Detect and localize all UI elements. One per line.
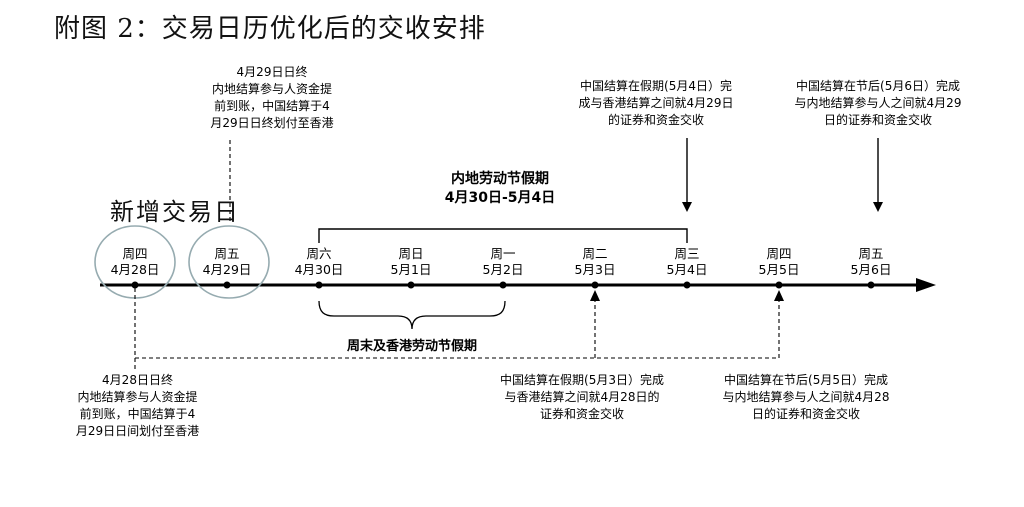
new-day-circle-apr29 [188, 225, 270, 299]
timeline-point-apr29: 周五 4月29日 [182, 246, 272, 278]
timeline-point-may1: 周日 5月1日 [366, 246, 456, 278]
timeline-date-label: 5月2日 [482, 262, 524, 277]
timeline-point-may3: 周二 5月3日 [550, 246, 640, 278]
timeline-date-label: 5月6日 [850, 262, 892, 277]
timeline-day-label: 周六 [306, 246, 332, 261]
arrow-down-may4 [682, 138, 692, 212]
timeline-point-may6: 周五 5月6日 [826, 246, 916, 278]
timeline-date-label: 5月4日 [666, 262, 708, 277]
annotation-may4-settlement: 中国结算在假期(5月4日）完 成与香港结算之间就4月29日 的证券和资金交收 [578, 79, 734, 127]
timeline-day-label: 周三 [674, 246, 700, 261]
weekend-hk-holiday-label: 周末及香港劳动节假期 [346, 339, 477, 354]
annotation-may5-settlement: 中国结算在节后(5月5日）完成 与内地结算参与人之间就4月28 日的证券和资金交… [722, 373, 890, 421]
dashed-arrow-up-may5 [774, 290, 784, 358]
timeline-day-label: 周一 [490, 246, 516, 261]
timeline-day-label: 周四 [122, 246, 148, 261]
arrow-down-may6 [873, 138, 883, 212]
timeline-point-apr30: 周六 4月30日 [274, 246, 364, 278]
timeline-point-may2: 周一 5月2日 [458, 246, 548, 278]
timeline-date-label: 5月3日 [574, 262, 616, 277]
annotation-apr28-prefund: 4月28日日终 内地结算参与人资金提 前到账，中国结算于4 月29日日间划付至香… [75, 373, 200, 438]
timeline-date-dots [131, 281, 875, 289]
annotation-may3-settlement: 中国结算在假期(5月3日）完成 与香港结算之间就4月28日的 证券和资金交收 [500, 373, 664, 421]
timeline-day-label: 周日 [398, 246, 424, 261]
figure-title: 附图 2：交易日历优化后的交收安排 [54, 14, 486, 44]
down-arrowhead-icon [682, 202, 692, 212]
up-arrowhead-icon [590, 290, 600, 301]
timeline-date-label: 4月28日 [110, 262, 160, 277]
new-trading-days-label: 新增交易日 [110, 198, 240, 226]
mainland-holiday-label: 内地劳动节假期 4月30日-5月4日 [398, 170, 602, 208]
timeline-date-label: 4月30日 [294, 262, 344, 277]
annotation-apr29-prefund: 4月29日日终 内地结算参与人资金提 前到账，中国结算于4 月29日日终划付至香… [210, 65, 334, 130]
timeline-day-label: 周二 [582, 246, 608, 261]
mainland-holiday-range: 4月30日-5月4日 [444, 190, 556, 206]
timeline-day-label: 周五 [858, 246, 884, 261]
timeline-point-apr28: 周四 4月28日 [90, 246, 180, 278]
down-arrowhead-icon [873, 202, 883, 212]
timeline-date-label: 5月1日 [390, 262, 432, 277]
up-arrowhead-icon [774, 290, 784, 301]
timeline-date-label: 4月29日 [202, 262, 252, 277]
timeline-day-label: 周五 [214, 246, 240, 261]
timeline-date-label: 5月5日 [758, 262, 800, 277]
annotation-may6-settlement: 中国结算在节后(5月6日）完成 与内地结算参与人之间就4月29 日的证券和资金交… [794, 79, 962, 127]
timeline-point-may4: 周三 5月4日 [642, 246, 732, 278]
weekend-hk-brace [318, 300, 506, 330]
mainland-holiday-name: 内地劳动节假期 [451, 171, 549, 187]
timeline-day-label: 周四 [766, 246, 792, 261]
mainland-holiday-bracket [318, 228, 688, 243]
timeline-arrowhead-icon [916, 278, 936, 292]
timeline-point-may5: 周四 5月5日 [734, 246, 824, 278]
dashed-arrow-up-may3 [590, 290, 600, 358]
